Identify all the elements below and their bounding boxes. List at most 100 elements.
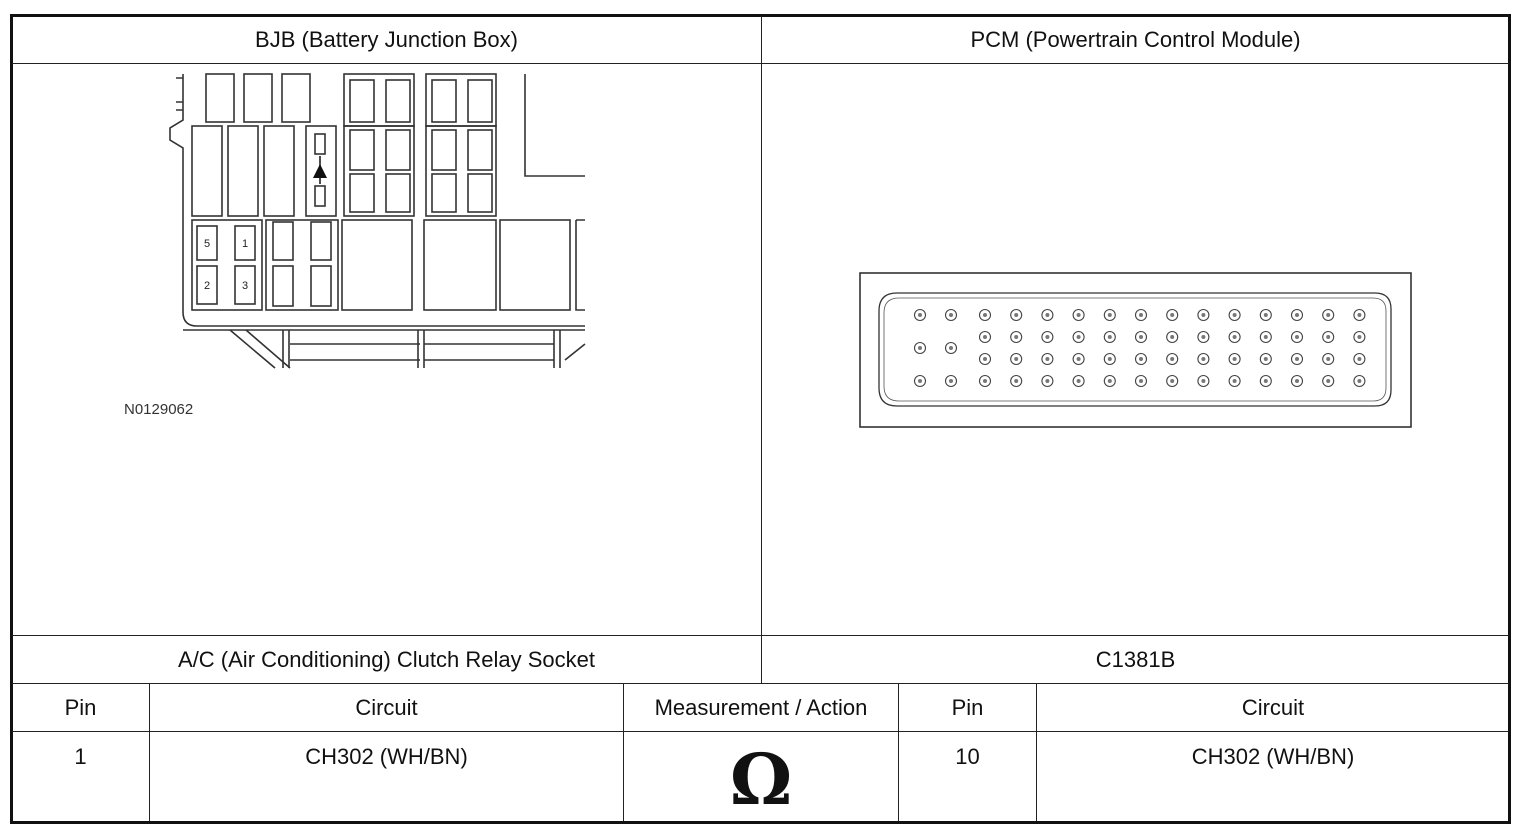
connector-pin: [1103, 308, 1116, 322]
connector-pin: [1103, 374, 1116, 388]
pcm-connector-label: C1381B: [1095, 646, 1176, 672]
connector-pin: [1166, 352, 1179, 366]
connector-pin: [1197, 352, 1210, 366]
connector-pin-center: [983, 357, 987, 361]
header-circuit-a: Circuit: [355, 694, 418, 720]
connector-pin-center: [1201, 313, 1206, 317]
pcm-connector-diagram: [855, 268, 1417, 432]
connector-pin: [1290, 352, 1304, 366]
connector-pin-center: [1326, 335, 1331, 339]
connector-pin-center: [918, 346, 922, 350]
relay-pin-label: 1: [242, 238, 248, 250]
connector-pin: [1322, 330, 1335, 344]
connector-pin-center: [1107, 335, 1112, 339]
rule-col-circuit-a: [623, 683, 624, 821]
connector-pin: [913, 374, 927, 388]
connector-pin: [1010, 308, 1023, 322]
connector-pin-center: [1045, 313, 1050, 317]
connector-pin: [1353, 308, 1366, 322]
rule-below-diagrams: [12, 635, 1509, 636]
connector-pin: [1010, 374, 1023, 388]
connector-pin-center: [1295, 335, 1299, 339]
connector-pin-center: [1263, 313, 1268, 317]
connector-pin-center: [1045, 335, 1050, 339]
bjb-diagram: 5 1 2 3 N0129062: [110, 68, 610, 428]
connector-pin: [1228, 308, 1241, 322]
connector-pin: [1041, 352, 1054, 366]
connector-pin-center: [1076, 357, 1081, 361]
connector-pin-center: [1139, 313, 1143, 317]
connector-pin: [1353, 374, 1366, 388]
connector-pin-center: [949, 379, 953, 383]
rule-below-column-headers: [12, 731, 1509, 732]
connector-pin: [978, 308, 992, 322]
rule-below-titles: [12, 63, 1509, 64]
connector-pin-center: [1201, 335, 1206, 339]
connector-pin: [1290, 330, 1304, 344]
connector-pin: [1166, 308, 1179, 322]
connector-pin-center: [1076, 335, 1081, 339]
connector-pin: [1197, 308, 1210, 322]
header-circuit-b: Circuit: [1241, 694, 1305, 720]
connector-pin-center: [949, 346, 953, 350]
connector-pin-center: [1232, 379, 1237, 383]
row-pin-a: 1: [74, 744, 87, 769]
bjb-figure-id: N0129062: [124, 401, 193, 418]
connector-pin-center: [1326, 379, 1331, 383]
connector-pin-center: [1170, 357, 1175, 361]
connector-pin-center: [1232, 357, 1237, 361]
connector-pin: [1072, 330, 1085, 344]
pinpoint-test-table: [10, 14, 1511, 824]
header-pin-a: Pin: [64, 694, 97, 720]
connector-pin-center: [1232, 313, 1237, 317]
connector-pin: [944, 374, 958, 388]
connector-pin: [1197, 374, 1210, 388]
connector-pin-center: [1139, 335, 1143, 339]
connector-pin-center: [1295, 313, 1299, 317]
header-pin-b: Pin: [951, 694, 984, 720]
connector-pin: [1166, 330, 1179, 344]
connector-pin-center: [1139, 379, 1143, 383]
connector-pin-center: [1014, 313, 1019, 317]
connector-pin-center: [918, 313, 922, 317]
connector-pin-center: [1107, 313, 1112, 317]
row-circuit-a: CH302 (WH/BN): [305, 744, 468, 769]
row-circuit-b: CH302 (WH/BN): [1191, 744, 1355, 769]
connector-pin: [1010, 352, 1023, 366]
pcm-connector-drawing: [859, 272, 1412, 428]
connector-pin-center: [1357, 335, 1362, 339]
connector-pin: [1072, 352, 1085, 366]
connector-pin: [1353, 352, 1366, 366]
connector-pin-center: [1201, 379, 1206, 383]
connector-pin: [1259, 308, 1272, 322]
connector-pin: [1134, 330, 1148, 344]
connector-pin: [1103, 330, 1116, 344]
connector-pin: [1353, 330, 1366, 344]
connector-pin-center: [1107, 357, 1112, 361]
connector-pin: [913, 341, 927, 355]
connector-pin: [1228, 374, 1241, 388]
relay-pin-label: 5: [204, 238, 210, 250]
connector-pin-center: [1045, 379, 1050, 383]
connector-pin: [1322, 374, 1335, 388]
connector-pin-center: [983, 313, 987, 317]
connector-pin: [1166, 374, 1179, 388]
connector-pin: [1134, 352, 1148, 366]
connector-pin-center: [1014, 357, 1019, 361]
connector-pin: [1290, 308, 1304, 322]
bjb-fuse-box-drawing: 5 1 2 3 N0129062: [124, 73, 586, 418]
connector-pin-center: [1014, 335, 1019, 339]
connector-pin: [1228, 330, 1241, 344]
connector-pin-center: [1170, 335, 1175, 339]
connector-pin: [1228, 352, 1241, 366]
connector-pin-center: [1295, 379, 1299, 383]
connector-pin: [1041, 374, 1054, 388]
connector-pin-center: [1076, 379, 1081, 383]
rule-below-connector-labels: [12, 683, 1509, 684]
connector-pin-center: [1201, 357, 1206, 361]
connector-pin: [1041, 308, 1054, 322]
pcm-title: PCM (Powertrain Control Module): [970, 27, 1301, 52]
connector-pin: [1041, 330, 1054, 344]
connector-pin-center: [949, 313, 953, 317]
connector-pin-center: [983, 379, 987, 383]
